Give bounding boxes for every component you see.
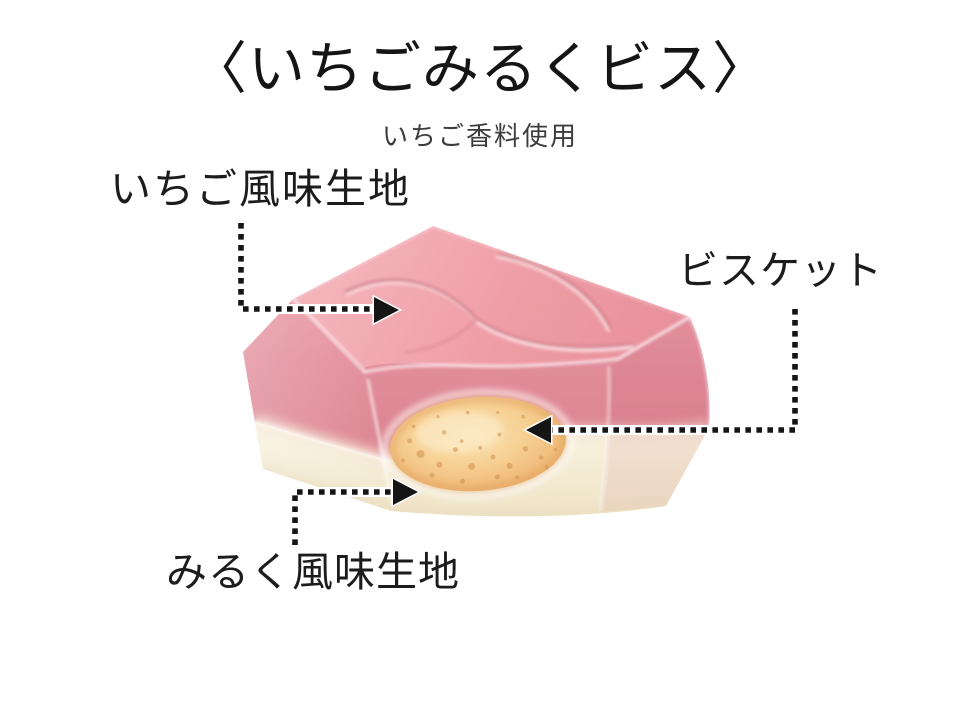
dotted-arrow-milk	[290, 476, 422, 545]
arrowhead-left-icon	[522, 414, 553, 446]
left-face-shade	[243, 299, 391, 505]
label-milk-layer: みるく風味生地	[166, 549, 460, 595]
page-subtitle: いちご香料使用	[381, 121, 578, 151]
chocolate-top-face	[293, 226, 690, 368]
swirl-pattern	[344, 252, 634, 353]
dotted-arrow-biscuit	[522, 309, 800, 446]
dotted-arrow-strawberry	[236, 223, 403, 326]
edge-highlights	[291, 224, 711, 512]
label-biscuit: ビスケット	[678, 249, 883, 293]
biscuit	[382, 389, 574, 499]
arrowhead-right-icon	[372, 294, 403, 326]
arrowhead-right-icon	[391, 476, 422, 508]
page-title: 〈いちごみるくビス〉	[190, 37, 770, 101]
right-face-shade	[600, 317, 710, 512]
label-strawberry-layer: いちご風味生地	[110, 166, 411, 212]
chocolate-piece	[243, 224, 711, 517]
